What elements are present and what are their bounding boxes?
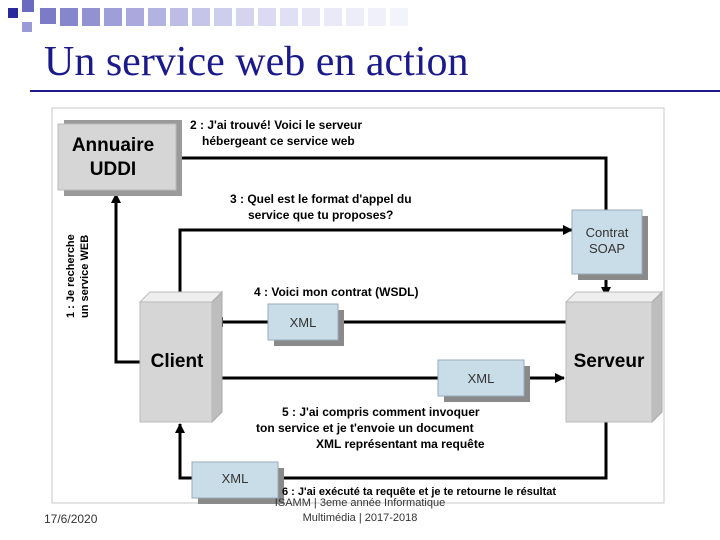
decorative-squares (8, 0, 408, 32)
step4-label: 4 : Voici mon contrat (WSDL) (254, 285, 418, 299)
serveur-box: Serveur (564, 290, 664, 424)
step5-line1: 5 : J'ai compris comment invoquer (282, 405, 480, 419)
step1-line2: un service WEB (79, 235, 91, 318)
step3-line1: 3 : Quel est le format d'appel du (230, 192, 412, 206)
annuaire-label-line2: UDDI (90, 159, 136, 180)
xml-document-step5: XML (437, 359, 530, 402)
xml-document-step6: XML (191, 461, 284, 504)
slide-title: Un service web en action (44, 39, 469, 85)
xml-label: XML (222, 471, 249, 486)
xml-document-step4: XML (267, 303, 344, 346)
client-box: Client (138, 290, 224, 424)
annuaire-uddi-box: Annuaire UDDI (57, 120, 182, 196)
footer-course-info: ISAMM | 3eme année Informatique Multiméd… (250, 496, 470, 526)
annuaire-label-line1: Annuaire (72, 135, 154, 156)
step1-line1: 1 : Je recherche (65, 234, 77, 318)
title-rule (30, 90, 720, 92)
xml-label: XML (468, 371, 495, 386)
arrow-step6 (175, 420, 608, 480)
contrat-soap-box: Contrat SOAP (571, 209, 648, 280)
step6-label: 6 : J'ai exécuté ta requête et je te ret… (282, 486, 556, 498)
step5-line2: ton service et je t'envoie un document (256, 421, 474, 435)
serveur-label: Serveur (574, 351, 645, 372)
arrow-step3 (178, 225, 573, 298)
step5-line3: XML représentant ma requête (316, 437, 485, 451)
contrat-label-line1: Contrat (586, 225, 629, 240)
contrat-label-line2: SOAP (589, 241, 625, 256)
step2-line1: 2 : J'ai trouvé! Voici le serveur (190, 118, 362, 132)
xml-label: XML (290, 315, 317, 330)
arrow-step1 (111, 193, 140, 364)
client-label: Client (151, 351, 204, 372)
footer-line1: ISAMM | 3eme année Informatique (274, 497, 446, 509)
footer-line2: Multimédia | 2017-2018 (302, 512, 418, 524)
step3-line2: service que tu proposes? (248, 208, 393, 222)
step2-line2: hébergeant ce service web (202, 134, 355, 148)
footer-date: 17/6/2020 (44, 512, 98, 526)
